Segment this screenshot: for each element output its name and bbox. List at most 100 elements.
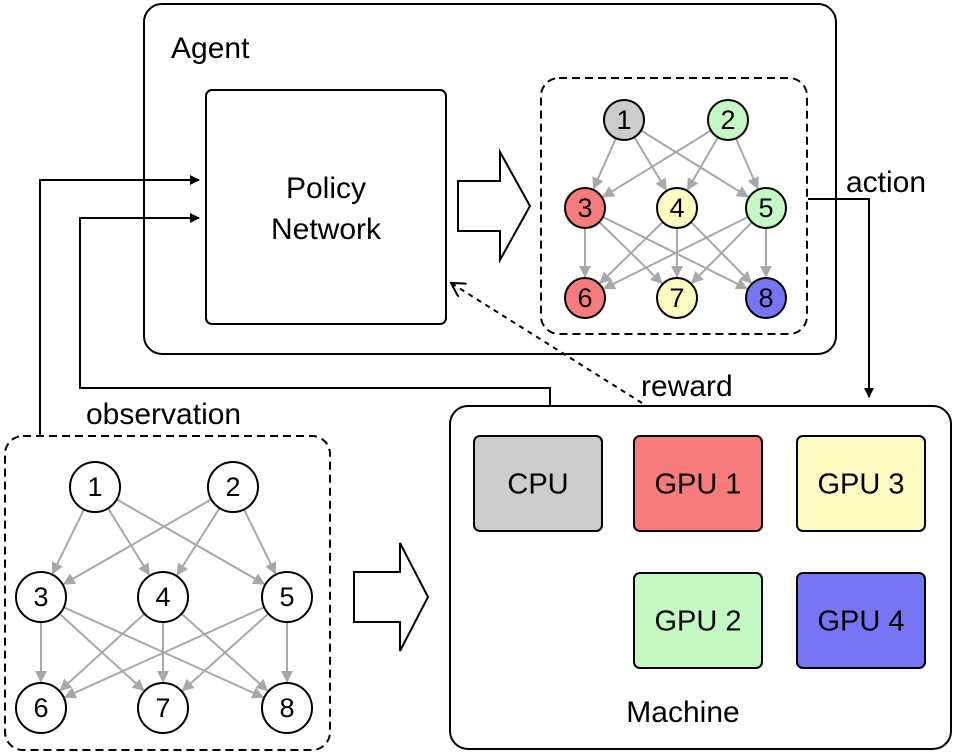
- device-gpu3-box: [796, 435, 926, 532]
- placement-node-4-label: 4: [669, 193, 684, 223]
- placement-node-2: 2: [707, 99, 749, 141]
- placement-graph-box: [540, 77, 808, 335]
- action-arrow: [808, 198, 874, 398]
- observation-node-5-label: 5: [279, 582, 294, 612]
- placement-node-3-label: 3: [577, 193, 592, 223]
- placement-node-3: 3: [564, 187, 606, 229]
- observation-node-8-label: 8: [279, 693, 294, 723]
- agent-label: Agent: [171, 32, 250, 65]
- placement-edge-2-4: [686, 136, 719, 191]
- placement-edge-5-7: [691, 221, 753, 284]
- observation-node-6-label: 6: [33, 693, 48, 723]
- device-cpu-label: CPU: [507, 469, 568, 501]
- placement-node-6-circle: [564, 277, 606, 319]
- device-gpu3-label: GPU 3: [817, 469, 904, 501]
- observation-node-6: 6: [15, 682, 67, 734]
- observation-node-1: 1: [69, 461, 121, 513]
- device-gpu4-box: [796, 572, 926, 669]
- device-gpu1-label: GPU 1: [654, 469, 741, 501]
- policy-network-box: [205, 89, 447, 325]
- placement-node-7-circle: [656, 277, 698, 319]
- observation-node-1-circle: [69, 461, 121, 513]
- device-gpu2: GPU 2: [633, 572, 763, 669]
- hollow-arrow-observation-to-machine: [353, 542, 430, 652]
- machine-label: Machine: [626, 696, 739, 729]
- placement-edge-1-5: [640, 129, 749, 198]
- device-gpu2-box: [633, 572, 763, 669]
- machine-state-arrow: [79, 213, 551, 406]
- placement-node-1: 1: [603, 99, 645, 141]
- device-cpu: CPU: [473, 435, 603, 532]
- observation-node-2-circle: [207, 461, 259, 513]
- placement-node-7: 7: [656, 277, 698, 319]
- device-gpu1: GPU 1: [633, 435, 763, 532]
- observation-edge-1-4: [107, 507, 151, 576]
- observation-node-5-circle: [261, 571, 313, 623]
- policy-network-label-line1: Policy: [286, 172, 366, 205]
- policy-network-label-line2: Network: [271, 213, 382, 246]
- device-gpu2-label: GPU 2: [654, 606, 741, 638]
- observation-node-7-circle: [137, 682, 189, 734]
- observation-node-7-label: 7: [155, 693, 170, 723]
- observation-edge-2-5: [243, 508, 277, 575]
- observation-edge-2-4: [176, 507, 221, 576]
- observation-node-3-label: 3: [33, 582, 48, 612]
- observation-node-3: 3: [15, 571, 67, 623]
- device-gpu4-label: GPU 4: [817, 606, 904, 638]
- placement-node-5: 5: [745, 187, 787, 229]
- observation-node-1-label: 1: [87, 472, 102, 502]
- observation-edge-2-3: [62, 498, 212, 585]
- placement-graph: 1 2 3 4 5 6 7 8: [564, 99, 787, 319]
- device-gpu1-box: [633, 435, 763, 532]
- placement-node-5-circle: [745, 187, 787, 229]
- observation-edge-1-3: [51, 508, 85, 575]
- hollow-arrow-policy-to-placement: [457, 148, 532, 264]
- placement-node-2-label: 2: [720, 105, 735, 135]
- device-gpu3: GPU 3: [796, 435, 926, 532]
- observation-node-7: 7: [137, 682, 189, 734]
- observation-node-4-label: 4: [155, 582, 170, 612]
- placement-node-3-circle: [564, 187, 606, 229]
- observation-edge-1-5: [116, 498, 266, 585]
- placement-node-1-label: 1: [616, 105, 631, 135]
- reward-label: reward: [641, 370, 733, 403]
- placement-node-5-label: 5: [758, 193, 773, 223]
- observation-node-8: 8: [261, 682, 313, 734]
- observation-edge-5-7: [181, 612, 270, 692]
- observation-node-2: 2: [207, 461, 259, 513]
- placement-edge-2-3: [602, 129, 712, 198]
- observation-node-4-circle: [137, 571, 189, 623]
- observation-node-5: 5: [261, 571, 313, 623]
- observation-node-4: 4: [137, 571, 189, 623]
- observation-arrow-outer: [39, 175, 200, 436]
- placement-node-8-circle: [745, 277, 787, 319]
- observation-node-3-circle: [15, 571, 67, 623]
- placement-node-2-circle: [707, 99, 749, 141]
- observation-node-2-label: 2: [225, 472, 240, 502]
- placement-node-7-label: 7: [669, 283, 684, 313]
- observation-graph-box: [4, 435, 331, 751]
- device-cpu-box: [473, 435, 603, 532]
- observation-edge-4-6: [59, 613, 146, 692]
- placement-edge-4-6: [599, 221, 664, 285]
- placement-node-6-label: 6: [577, 283, 592, 313]
- device-gpu4: GPU 4: [796, 572, 926, 669]
- observation-node-6-circle: [15, 682, 67, 734]
- placement-node-4: 4: [656, 187, 698, 229]
- machine-devices: CPU GPU 1 GPU 3 GPU 2 GPU 4: [473, 435, 926, 669]
- action-label: action: [846, 166, 926, 199]
- observation-label: observation: [86, 398, 241, 431]
- placement-edge-1-4: [633, 136, 668, 191]
- placement-node-4-circle: [656, 187, 698, 229]
- reward-arrow: [451, 283, 643, 404]
- placement-node-1-circle: [603, 99, 645, 141]
- observation-edge-5-6: [63, 606, 265, 699]
- placement-edge-1-3: [592, 137, 617, 190]
- placement-node-8: 8: [745, 277, 787, 319]
- placement-edge-2-5: [734, 138, 759, 190]
- placement-node-6: 6: [564, 277, 606, 319]
- observation-node-8-circle: [261, 682, 313, 734]
- observation-graph: 1 2 3 4 5 6 7 8: [15, 461, 313, 734]
- placement-node-8-label: 8: [758, 283, 773, 313]
